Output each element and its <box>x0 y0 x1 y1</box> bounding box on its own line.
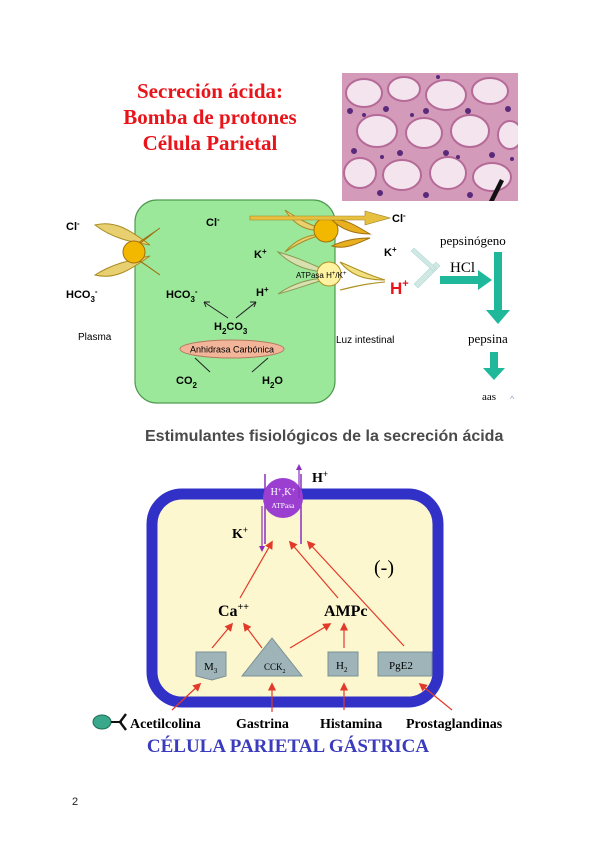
k-inner-label: K+ <box>254 247 267 261</box>
pepsina-arrow-icon <box>483 352 505 380</box>
cell-caption: CÉLULA PARIETAL GÁSTRICA <box>147 735 430 757</box>
pge2-label: PgE2 <box>389 660 413 672</box>
section-subtitle: Estimulantes fisiológicos de la secreció… <box>145 428 504 445</box>
luz-intestinal-label: Luz intestinal <box>336 335 394 346</box>
cl-inner-label: Cl- <box>206 215 220 229</box>
h2o-label: H2O <box>262 375 283 390</box>
h2co3-label: H2CO3 <box>214 321 248 336</box>
cl-right-label: Cl- <box>392 211 406 225</box>
h2-receptor <box>327 651 359 677</box>
acetylcholine-icon <box>92 713 127 731</box>
pge2-receptor <box>377 651 433 677</box>
hcl-arrow-icon <box>440 270 492 290</box>
acetilcolina-label: Acetilcolina <box>130 717 201 732</box>
plasma-label: Plasma <box>78 332 112 343</box>
atpase-pump-circle <box>263 478 303 518</box>
prostaglandinas-label: Prostaglandinas <box>406 717 503 732</box>
ampc-label: AMPc <box>324 603 368 620</box>
gastrina-label: Gastrina <box>236 717 289 732</box>
hcl-label: HCl <box>450 260 475 276</box>
atpase-pump-icon <box>276 251 386 295</box>
left-exchanger-icon <box>93 223 161 277</box>
cck2-label: CCK2 <box>264 662 286 675</box>
co2-label: CO2 <box>176 375 198 390</box>
anhidrasa-enzyme <box>179 339 285 359</box>
aas-label: aas <box>482 391 496 403</box>
svg-text:^: ^ <box>510 394 515 404</box>
right-exchanger-icon <box>284 209 372 253</box>
histamina-label: Histamina <box>320 717 382 732</box>
title-line-2: Bomba de protones <box>123 105 297 129</box>
k-plus-label: K+ <box>232 525 248 542</box>
converging-arrow <box>413 261 441 289</box>
hco3-inner-label: HCO3- <box>166 287 198 304</box>
pepsinogeno-label: pepsinógeno <box>440 233 506 248</box>
proton-pump-diagram: Cl- HCO3- Plasma Cl- K+ HCO3- H+ H2CO3 A… <box>66 199 515 404</box>
ca-label: Ca++ <box>218 602 249 620</box>
page-number: 2 <box>72 796 79 808</box>
pump-label-top: H+,K+ <box>271 486 296 498</box>
h-right-label: H+ <box>390 278 409 298</box>
m3-receptor <box>195 651 227 681</box>
h2-label: H2 <box>336 660 348 674</box>
h-inner-label: H+ <box>256 285 269 299</box>
hco3-left-label: HCO3- <box>66 287 98 304</box>
pepsina-label: pepsina <box>468 331 508 346</box>
pump-label-bottom: ATPasa <box>272 501 296 510</box>
atpase-label: ATPasa H+/K+ <box>296 271 347 280</box>
k-right-label: K+ <box>384 245 397 259</box>
parietal-stimulants-diagram: H+,K+ ATPasa H+ K+ (-) Ca++ AMPc M3 CCK2… <box>92 464 503 757</box>
cck2-receptor <box>240 637 304 677</box>
parietal-cell-body <box>134 199 336 404</box>
page-title: Secreción ácida: Bomba de protones Célul… <box>95 78 325 156</box>
enzyme-label: Anhidrasa Carbónica <box>190 345 274 355</box>
title-line-3: Célula Parietal <box>142 131 278 155</box>
cl-left-label: Cl- <box>66 219 80 233</box>
down-arrow-icon <box>486 252 510 324</box>
m3-label: M3 <box>204 661 218 675</box>
title-line-1: Secreción ácida: <box>137 79 283 103</box>
h-plus-label: H+ <box>312 469 328 486</box>
minus-label: (-) <box>374 557 394 579</box>
histology-micrograph <box>342 73 518 201</box>
